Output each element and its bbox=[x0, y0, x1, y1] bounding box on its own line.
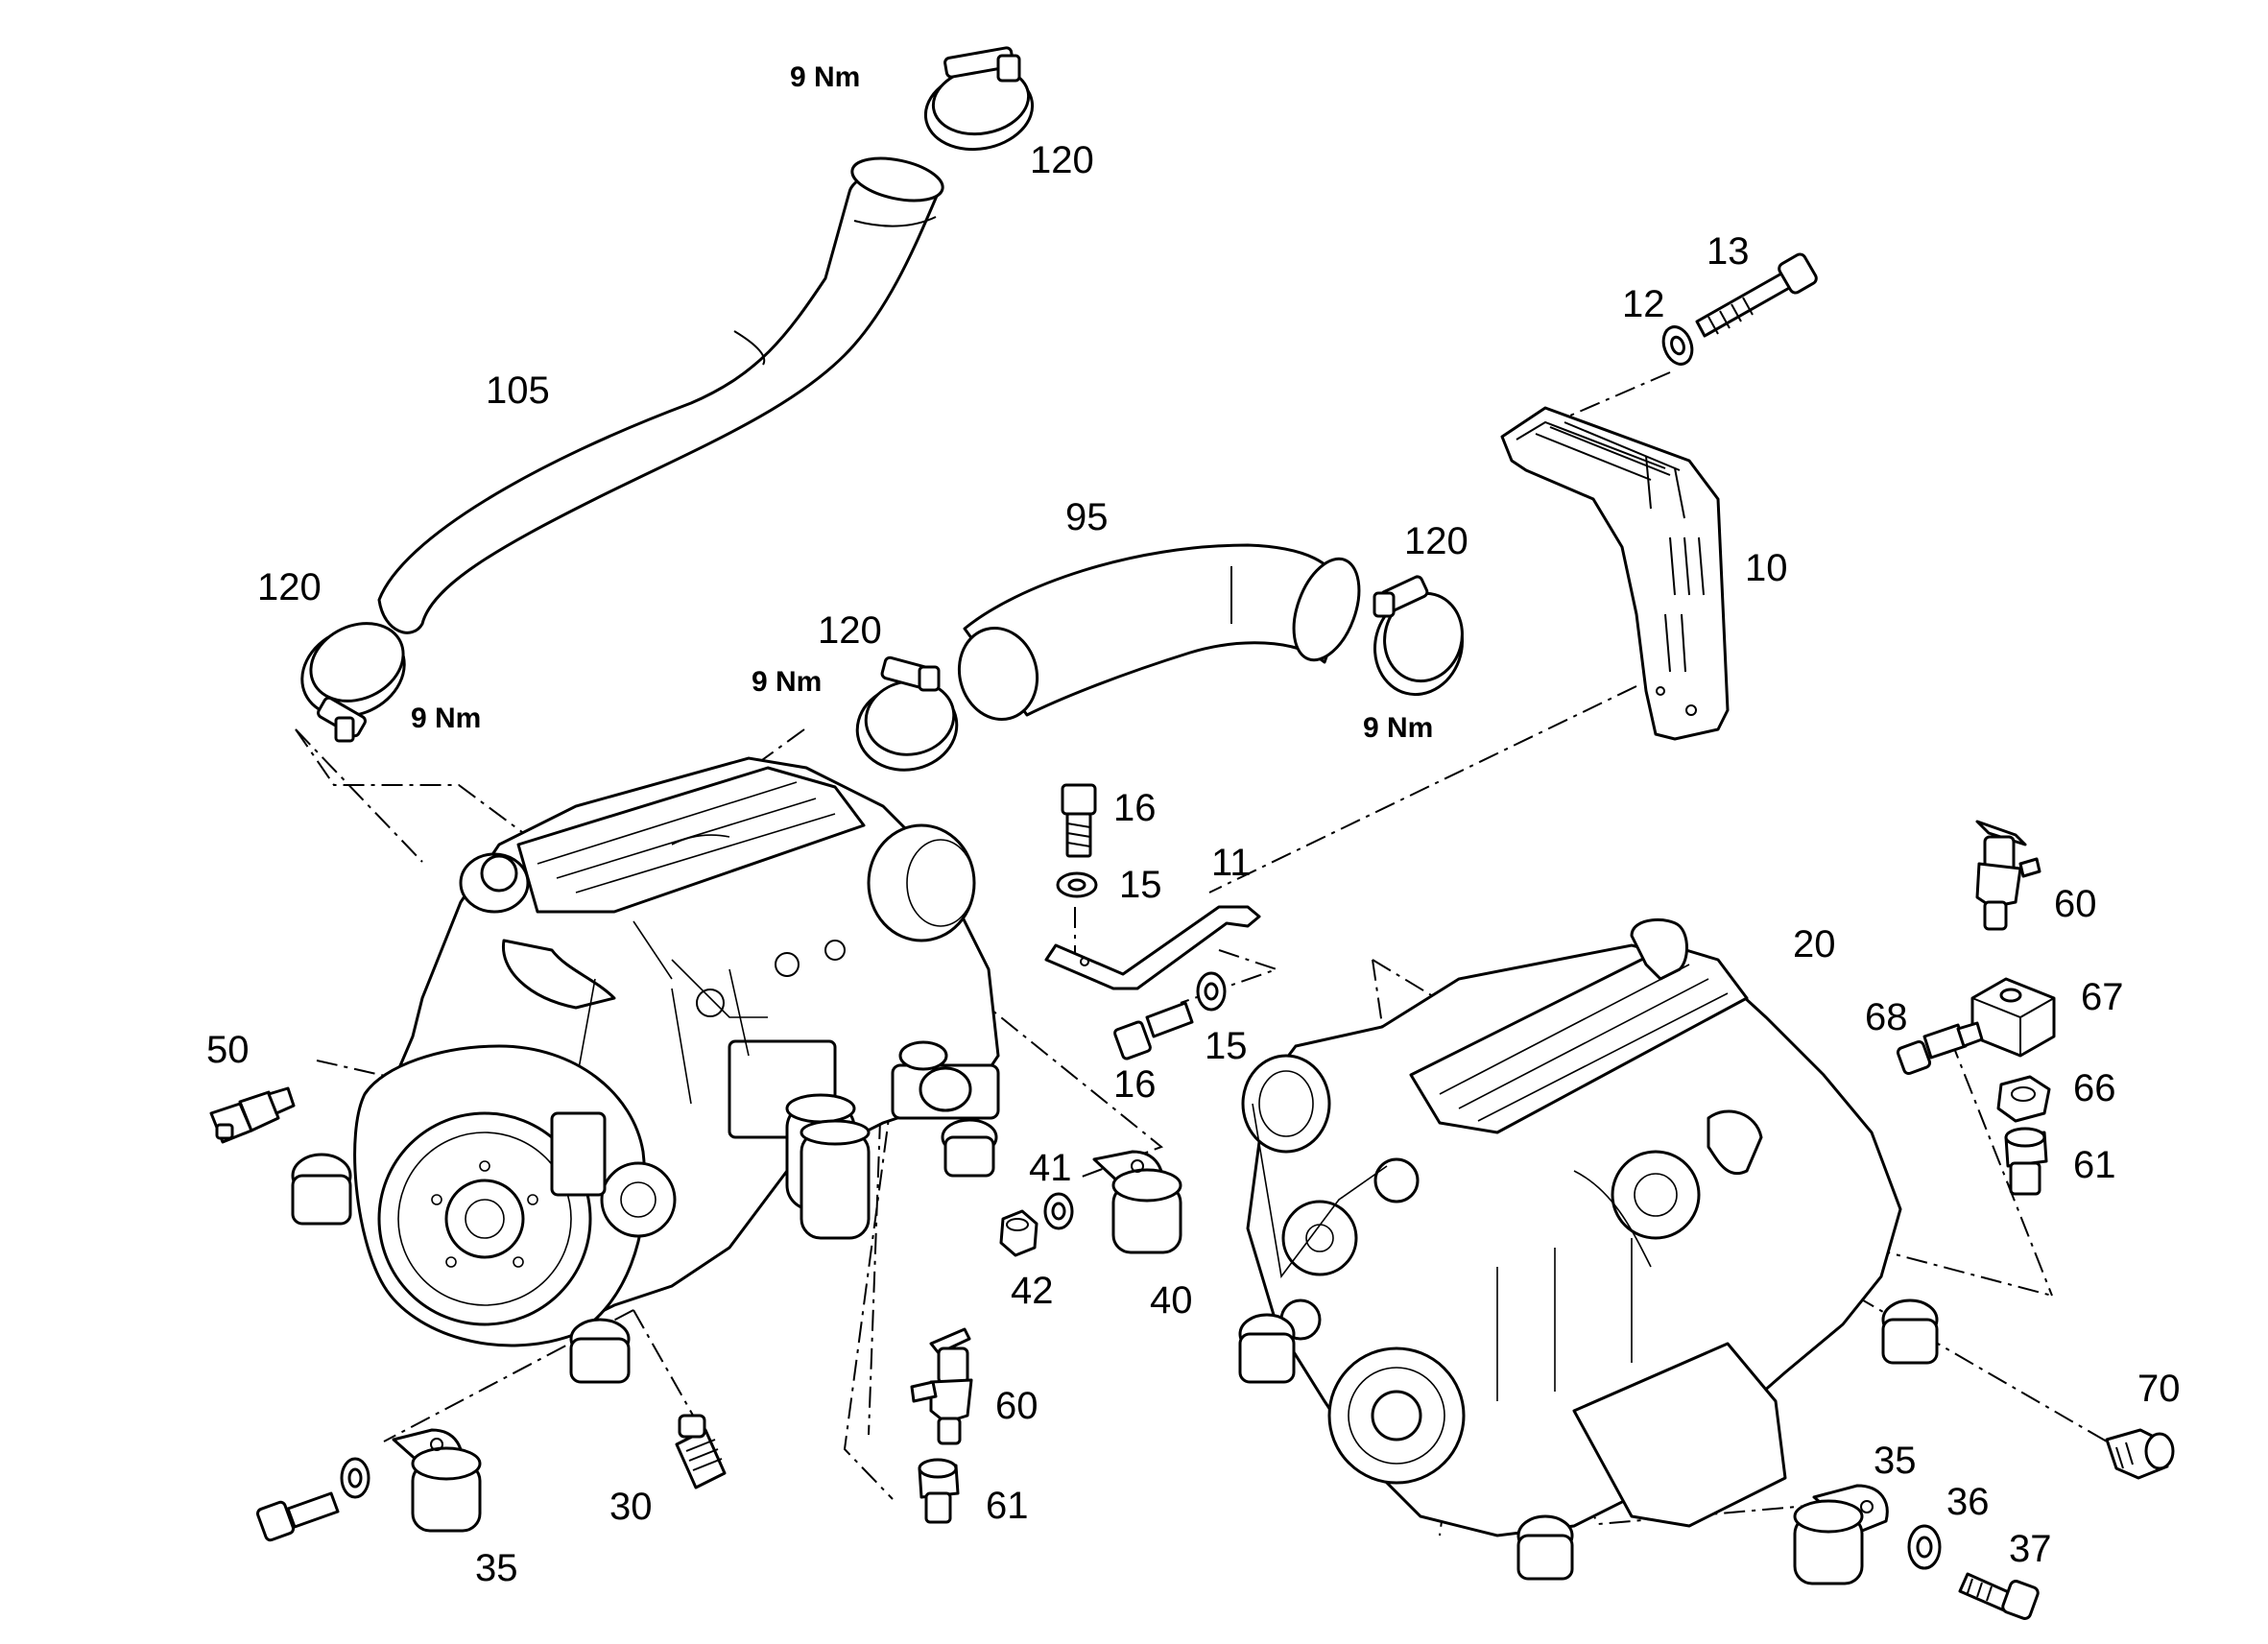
callout-15: 15 bbox=[1205, 1025, 1248, 1067]
callout-67: 67 bbox=[2081, 976, 2124, 1018]
callout-66: 66 bbox=[2073, 1067, 2116, 1109]
torque-spec: 9 Nm bbox=[790, 61, 860, 93]
callout-30: 30 bbox=[609, 1486, 653, 1528]
callout-120: 120 bbox=[257, 566, 322, 608]
plug-70 bbox=[2105, 1428, 2175, 1480]
callout-42: 42 bbox=[1011, 1270, 1054, 1312]
callout-labels: 120 120 120 120 105 95 13 12 10 16 16 15… bbox=[206, 139, 2181, 1589]
callout-20: 20 bbox=[1793, 923, 1836, 965]
engine-right bbox=[1238, 917, 1939, 1581]
drain-valve-60-left bbox=[910, 1327, 973, 1445]
callout-61: 61 bbox=[986, 1485, 1029, 1527]
callout-120: 120 bbox=[1030, 139, 1094, 181]
callout-120: 120 bbox=[818, 609, 882, 652]
nut-66 bbox=[1996, 1075, 2051, 1123]
sensor-30 bbox=[675, 1414, 727, 1489]
callout-11: 11 bbox=[1211, 842, 1252, 884]
callout-36: 36 bbox=[1946, 1481, 1990, 1523]
clamp-120-top bbox=[923, 46, 1035, 152]
tee-67 bbox=[1970, 977, 2056, 1058]
nut-42 bbox=[999, 1209, 1039, 1257]
bracket-11 bbox=[1044, 905, 1261, 990]
clamp-120-left bbox=[300, 622, 406, 743]
washer-36 bbox=[1907, 1524, 1942, 1570]
sender-50 bbox=[209, 1086, 296, 1144]
torque-labels: 9 Nm 9 Nm 9 Nm 9 Nm bbox=[411, 61, 1433, 744]
clamp-120-right bbox=[1373, 575, 1465, 697]
bolt-13 bbox=[1695, 252, 1818, 338]
torque-spec: 9 Nm bbox=[411, 703, 481, 734]
bracket-clip-40 bbox=[1092, 1150, 1182, 1254]
torque-spec: 9 Nm bbox=[1363, 712, 1433, 744]
fitting-68 bbox=[1896, 1021, 1984, 1076]
callout-15: 15 bbox=[1119, 864, 1162, 906]
callout-40: 40 bbox=[1150, 1279, 1193, 1322]
hose-95 bbox=[957, 543, 1361, 722]
callout-35: 35 bbox=[475, 1547, 518, 1589]
callout-35: 35 bbox=[1874, 1440, 1917, 1482]
callout-120: 120 bbox=[1404, 520, 1468, 562]
callout-60: 60 bbox=[2054, 883, 2097, 925]
callout-13: 13 bbox=[1707, 230, 1750, 273]
callout-95: 95 bbox=[1065, 496, 1109, 538]
bracket-clip-35-left bbox=[392, 1428, 482, 1533]
washer-41 bbox=[1043, 1192, 1074, 1230]
callout-105: 105 bbox=[486, 369, 550, 412]
callout-70: 70 bbox=[2137, 1368, 2181, 1410]
callout-60: 60 bbox=[995, 1385, 1039, 1427]
bolt-35-left bbox=[255, 1491, 340, 1542]
bolt-37 bbox=[1958, 1572, 2040, 1620]
washer-12 bbox=[1661, 325, 1694, 366]
callout-41: 41 bbox=[1029, 1147, 1072, 1189]
adapter-61-left bbox=[918, 1458, 960, 1524]
engine-left bbox=[291, 756, 1000, 1384]
washer-15-upper bbox=[1056, 871, 1098, 898]
washer-35-left bbox=[340, 1457, 370, 1499]
drain-valve-60-right bbox=[1975, 820, 2041, 931]
callout-16: 16 bbox=[1113, 1063, 1157, 1106]
callout-10: 10 bbox=[1745, 547, 1788, 589]
hose-105 bbox=[377, 156, 944, 634]
clamp-120-mid bbox=[855, 655, 959, 772]
callout-16: 16 bbox=[1113, 787, 1157, 829]
adapter-61-right bbox=[2004, 1127, 2048, 1196]
callout-68: 68 bbox=[1865, 996, 1908, 1038]
bolt-16-upper bbox=[1061, 783, 1097, 858]
bracket-10 bbox=[1500, 406, 1730, 741]
callout-12: 12 bbox=[1622, 283, 1665, 325]
bracket-clip-35-right bbox=[1793, 1484, 1889, 1585]
torque-spec: 9 Nm bbox=[752, 666, 822, 698]
callout-37: 37 bbox=[2009, 1528, 2052, 1570]
washer-15-lower bbox=[1196, 971, 1227, 1012]
callout-50: 50 bbox=[206, 1029, 250, 1071]
bolt-16-lower bbox=[1113, 1001, 1194, 1060]
callout-61: 61 bbox=[2073, 1144, 2116, 1186]
